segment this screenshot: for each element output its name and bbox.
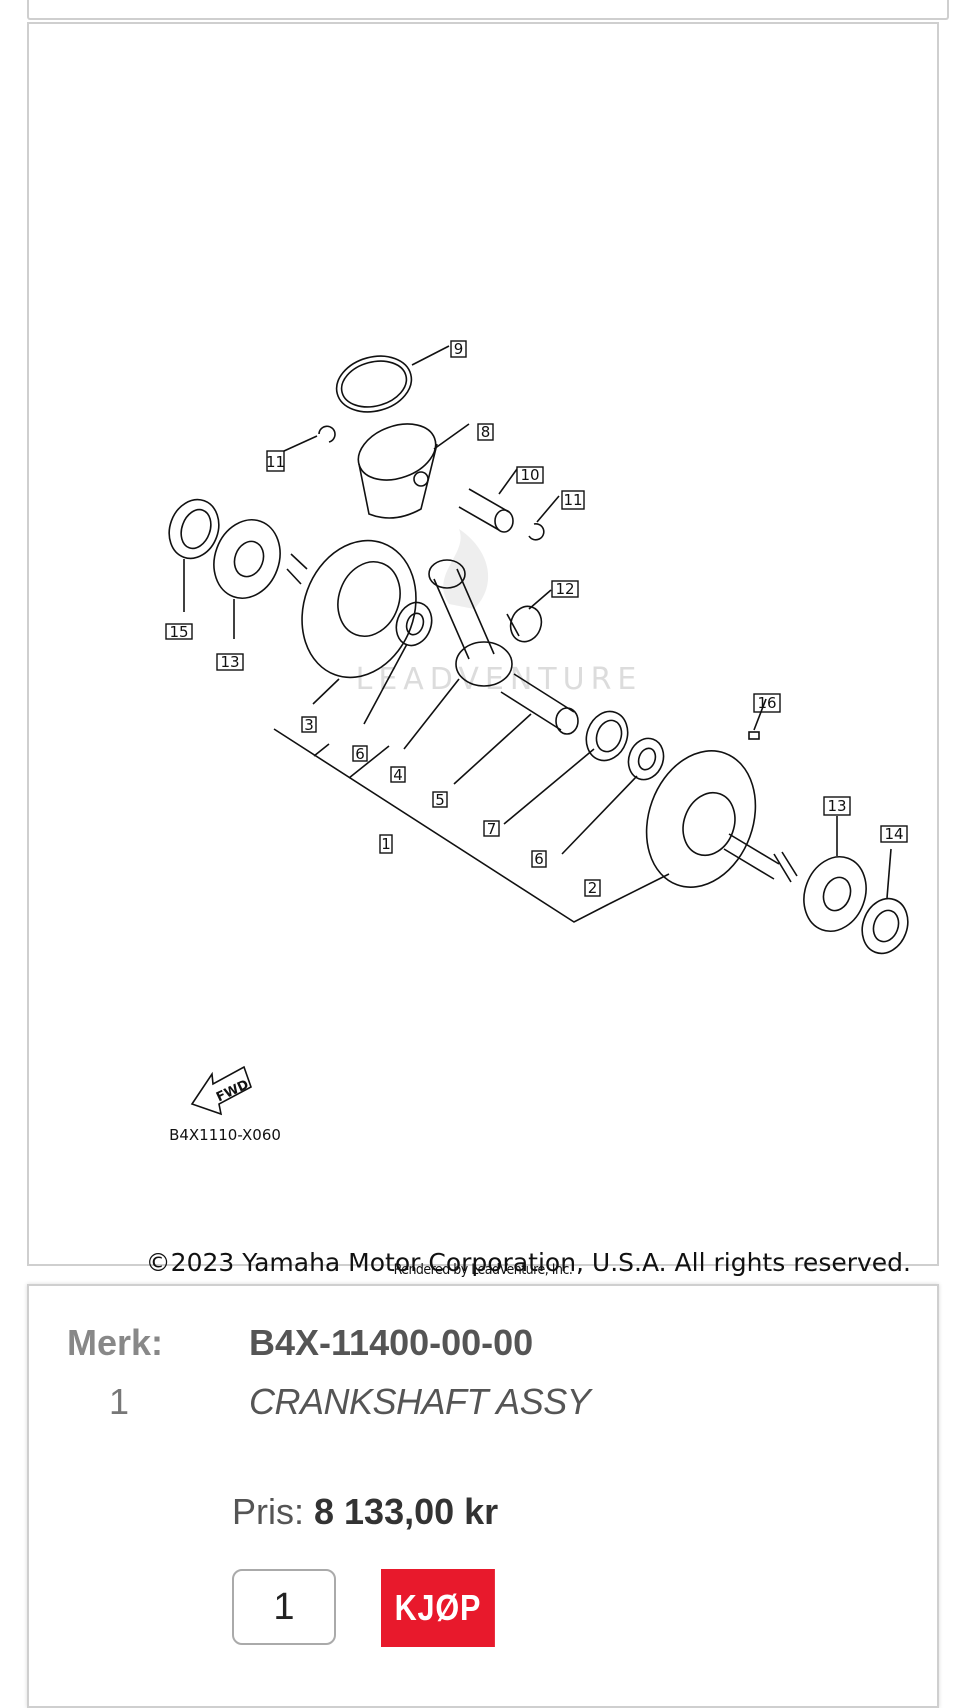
crank-web-right (608, 750, 798, 905)
callout-5: 5 (432, 791, 448, 809)
part-number: B4X-11400-00-00 (249, 1322, 534, 1363)
callout-9: 9 (450, 340, 467, 358)
svg-text:11: 11 (266, 453, 285, 471)
part-name: CRANKSHAFT ASSY (249, 1381, 591, 1422)
previous-card-edge (27, 0, 949, 20)
svg-text:2: 2 (588, 879, 598, 897)
price-label: Pris: (232, 1491, 304, 1532)
exploded-view-drawing: LEADVENTURE (165, 340, 909, 1144)
piston-pin (458, 468, 518, 533)
svg-text:8: 8 (481, 423, 491, 441)
price: Pris: 8 133,00 kr (232, 1491, 498, 1533)
svg-text:7: 7 (487, 820, 497, 838)
callout-8: 8 (477, 423, 494, 441)
parts-diagram: LEADVENTURE (27, 22, 939, 1278)
svg-text:14: 14 (884, 825, 903, 843)
callout-11-left: 11 (266, 450, 285, 472)
svg-text:6: 6 (355, 745, 365, 763)
svg-text:10: 10 (520, 466, 539, 484)
svg-text:13: 13 (827, 797, 846, 815)
svg-text:13: 13 (220, 653, 239, 671)
svg-text:11: 11 (563, 491, 582, 509)
price-value: 8 133,00 kr (314, 1491, 499, 1532)
diagram-code: B4X1110-X060 (169, 1126, 281, 1144)
callout-12: 12 (551, 580, 579, 598)
small-end-bearing (506, 589, 552, 643)
svg-text:4: 4 (393, 766, 403, 784)
part-card: Merk: B4X-11400-00-00 1 CRANKSHAFT ASSY … (27, 1284, 939, 1708)
assembly-bracket (273, 728, 610, 923)
connecting-rod (403, 559, 513, 750)
callout-13-left: 13 (216, 653, 244, 671)
reference-number: 1 (109, 1381, 130, 1422)
bearing-right (803, 816, 867, 932)
svg-text:1: 1 (381, 835, 391, 853)
callout-2: 2 (584, 879, 601, 897)
svg-text:9: 9 (454, 340, 464, 358)
copyright-notice: ©2023 Yamaha Motor Corporation, U.S.A. A… (145, 1248, 911, 1277)
callout-6-right: 6 (531, 850, 547, 868)
bearing-left (213, 519, 281, 639)
callout-14: 14 (880, 825, 908, 843)
woodruff-key (748, 731, 760, 740)
forward-arrow-icon: FWD (190, 1065, 252, 1116)
svg-text:6: 6 (534, 850, 544, 868)
washer-right (627, 737, 665, 781)
callout-15: 15 (165, 623, 193, 641)
callout-7: 7 (483, 820, 500, 838)
quantity-input[interactable] (232, 1569, 336, 1645)
callout-13-right: 13 (823, 796, 851, 816)
callout-16: 16 (753, 693, 781, 713)
washer-left (395, 601, 433, 647)
big-end-bearing (503, 710, 629, 825)
callout-1: 1 (379, 834, 393, 854)
circlip-right (528, 523, 545, 541)
callout-10: 10 (516, 466, 544, 484)
svg-text:16: 16 (757, 694, 776, 712)
circlip-left (318, 425, 336, 443)
oil-seal-left (168, 498, 220, 612)
svg-text:3: 3 (304, 716, 314, 734)
piston (357, 423, 470, 519)
watermark-text: LEADVENTURE (356, 662, 643, 697)
svg-text:12: 12 (555, 580, 574, 598)
crank-pin (453, 673, 579, 785)
merk-label: Merk: (67, 1322, 164, 1363)
svg-text:15: 15 (169, 623, 188, 641)
oil-seal-right (861, 848, 909, 955)
callout-3: 3 (301, 716, 317, 734)
callout-11-right: 11 (561, 490, 585, 510)
rendered-by-credit: Rendered by LeadVenture, Inc. (393, 1262, 573, 1278)
crank-web-left (286, 539, 417, 705)
buy-button[interactable]: KJØP (381, 1569, 495, 1647)
piston-ring (335, 355, 413, 413)
watermark-flame-icon (443, 529, 489, 609)
svg-text:5: 5 (435, 791, 445, 809)
callout-6-left: 6 (352, 745, 368, 763)
callout-4: 4 (390, 766, 406, 784)
